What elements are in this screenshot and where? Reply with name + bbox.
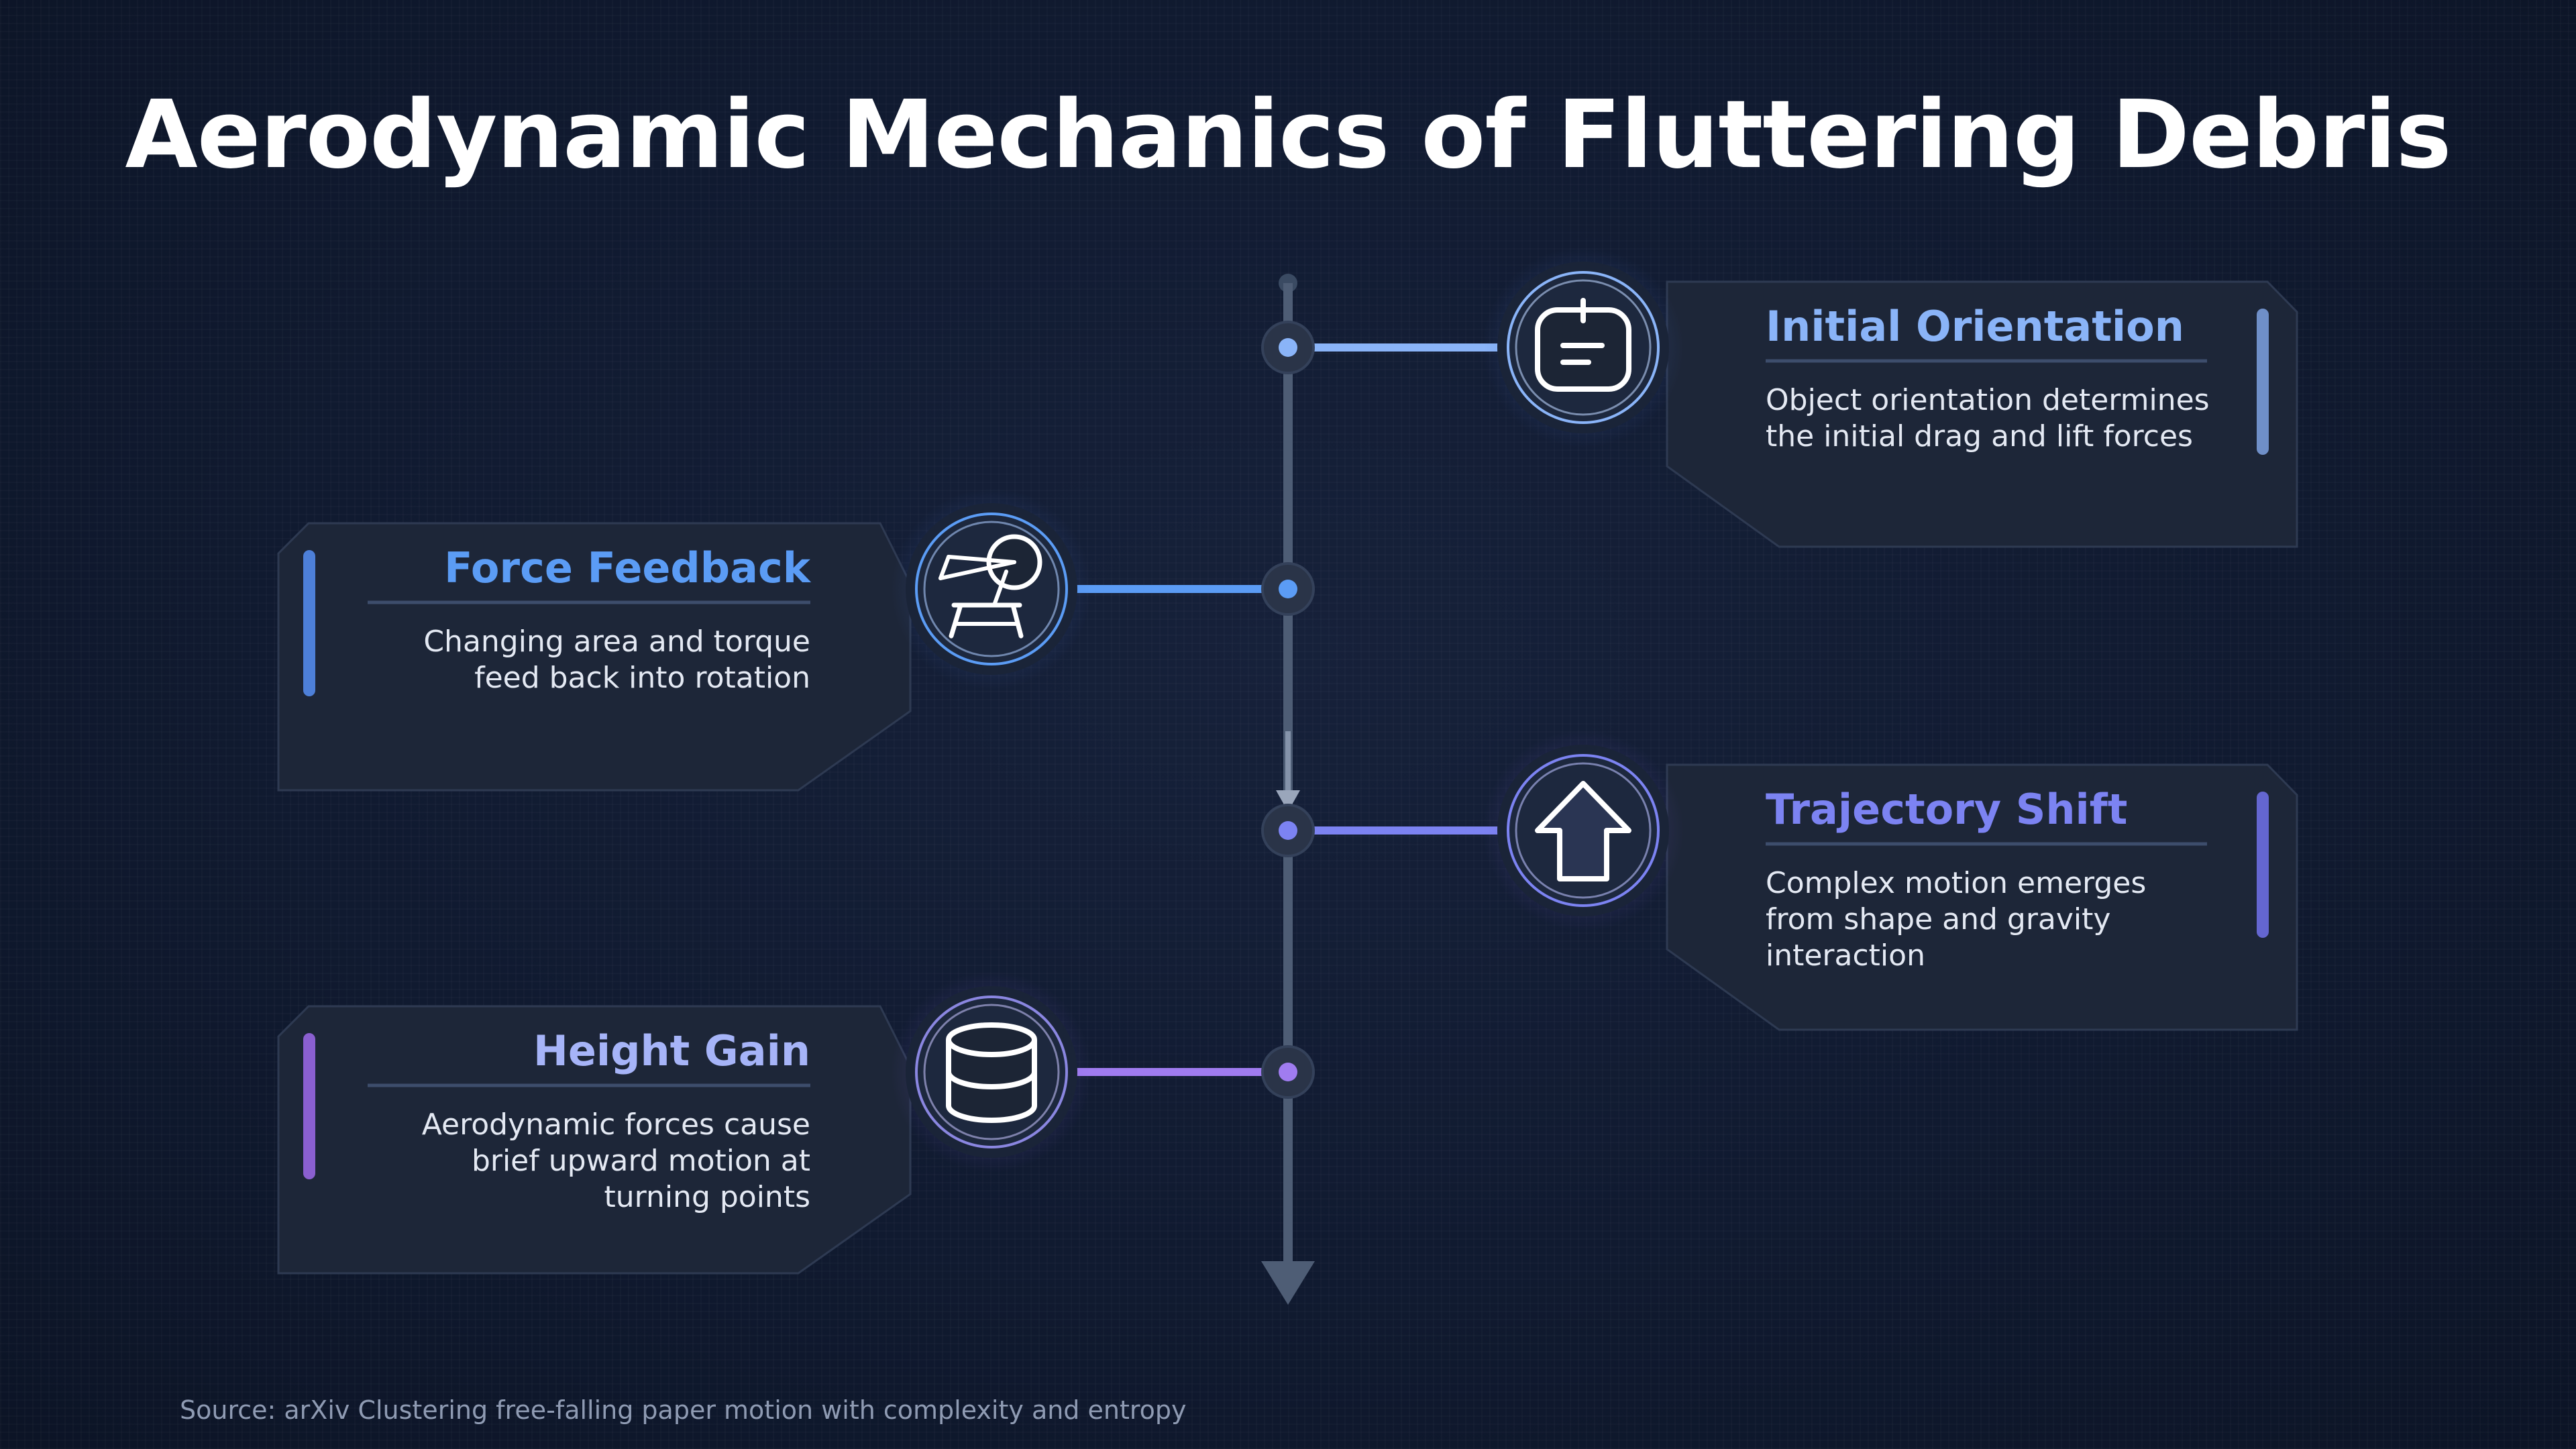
- arrow-up-icon: [1483, 730, 1684, 931]
- step-title-force-feedback: Force Feedback: [444, 543, 810, 592]
- accent-bar: [2257, 792, 2269, 938]
- step-title-initial-orientation: Initial Orientation: [1766, 302, 2184, 351]
- accent-bar: [303, 1033, 315, 1179]
- card-panel: [277, 1005, 912, 1275]
- paper-sheet-icon: [1483, 247, 1684, 448]
- connector-trajectory-shift: [1261, 804, 1509, 857]
- connector-initial-orientation: [1261, 321, 1509, 374]
- timeline-spine: [1261, 274, 1315, 1305]
- card-panel: [1666, 280, 2298, 548]
- step-description-trajectory-shift: Complex motion emerges from shape and gr…: [1766, 866, 2147, 973]
- card-panel: [277, 522, 912, 792]
- step-description-force-feedback: Changing area and torque feed back into …: [423, 625, 810, 695]
- step-card-trajectory-shift: [1666, 763, 2298, 1031]
- accent-bar: [303, 550, 315, 696]
- connector-force-feedback: [1067, 562, 1315, 616]
- page-title: Aerodynamic Mechanics of Fluttering Debr…: [125, 80, 2451, 190]
- step-title-trajectory-shift: Trajectory Shift: [1766, 785, 2128, 834]
- step-description-height-gain: Aerodynamic forces cause brief upward mo…: [421, 1108, 810, 1214]
- source-caption: Source: arXiv Clustering free-falling pa…: [180, 1395, 1187, 1425]
- database-icon: [891, 971, 1092, 1173]
- step-title-height-gain: Height Gain: [533, 1026, 810, 1075]
- step-card-initial-orientation: [1666, 280, 2298, 548]
- step-description-initial-orientation: Object orientation determines the initia…: [1766, 383, 2210, 453]
- connector-height-gain: [1067, 1045, 1315, 1099]
- accent-bar: [2257, 309, 2269, 455]
- step-card-height-gain: [277, 1005, 912, 1275]
- card-panel: [1666, 763, 2298, 1031]
- feedback-loop-icon: [891, 488, 1092, 690]
- step-card-force-feedback: [277, 522, 912, 792]
- timeline-end-arrow: [1261, 1261, 1315, 1305]
- flow-arrow: [1276, 790, 1300, 812]
